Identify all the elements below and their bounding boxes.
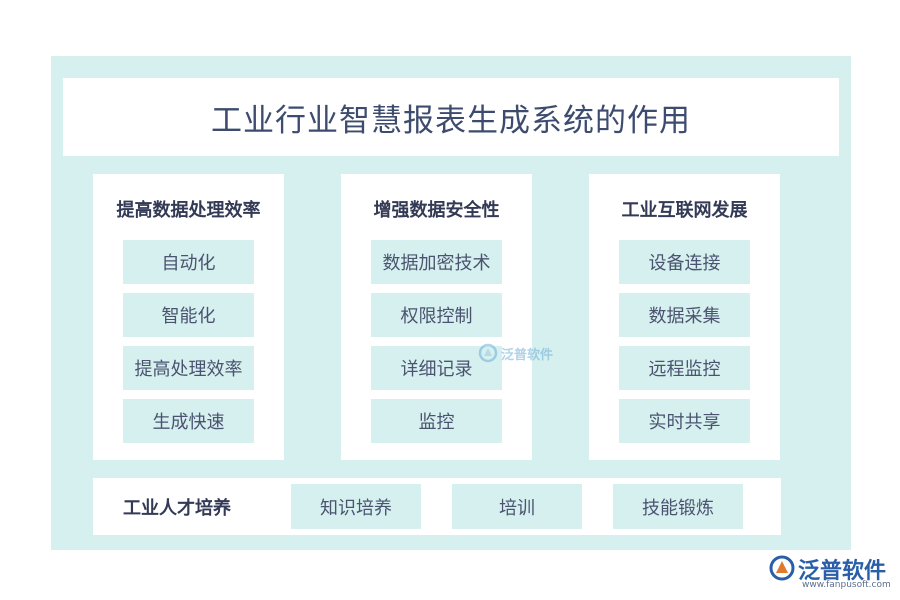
item-box: 监控 — [371, 399, 502, 443]
item-box: 自动化 — [123, 240, 254, 284]
panel-heading: 工业互联网发展 — [621, 200, 748, 221]
watermark-logo-icon — [478, 343, 498, 363]
item-box: 数据采集 — [619, 293, 750, 337]
brand-logo-icon — [769, 555, 795, 581]
item-box: 智能化 — [123, 293, 254, 337]
panel-talent: 工业人才培养 知识培养 培训 技能锻炼 — [93, 478, 781, 535]
watermark-text: 泛普软件 — [501, 347, 554, 363]
panel-efficiency: 提高数据处理效率 自动化 智能化 提高处理效率 生成快速 — [93, 174, 284, 460]
diagram-title: 工业行业智慧报表生成系统的作用 — [211, 102, 691, 139]
item-box: 数据加密技术 — [371, 240, 502, 284]
item-box: 知识培养 — [291, 484, 421, 529]
item-box: 设备连接 — [619, 240, 750, 284]
watermark: 泛普软件 — [478, 343, 553, 363]
title-box: 工业行业智慧报表生成系统的作用 — [63, 78, 839, 156]
panel-heading: 增强数据安全性 — [373, 200, 500, 221]
item-box: 培训 — [452, 484, 582, 529]
panel-heading: 工业人才培养 — [123, 497, 231, 519]
item-box: 远程监控 — [619, 346, 750, 390]
panel-iiot: 工业互联网发展 设备连接 数据采集 远程监控 实时共享 — [589, 174, 780, 460]
brand-name: 泛普软件 — [798, 559, 887, 584]
item-box: 权限控制 — [371, 293, 502, 337]
brand-url: www.fanpusoft.com — [802, 580, 891, 590]
brand-logo: 泛普软件 www.fanpusoft.com — [768, 553, 892, 593]
panel-security: 增强数据安全性 数据加密技术 权限控制 详细记录 监控 — [341, 174, 532, 460]
item-box: 技能锻炼 — [613, 484, 743, 529]
item-box: 提高处理效率 — [123, 346, 254, 390]
panel-heading: 提高数据处理效率 — [116, 200, 261, 221]
item-box: 生成快速 — [123, 399, 254, 443]
item-box: 实时共享 — [619, 399, 750, 443]
